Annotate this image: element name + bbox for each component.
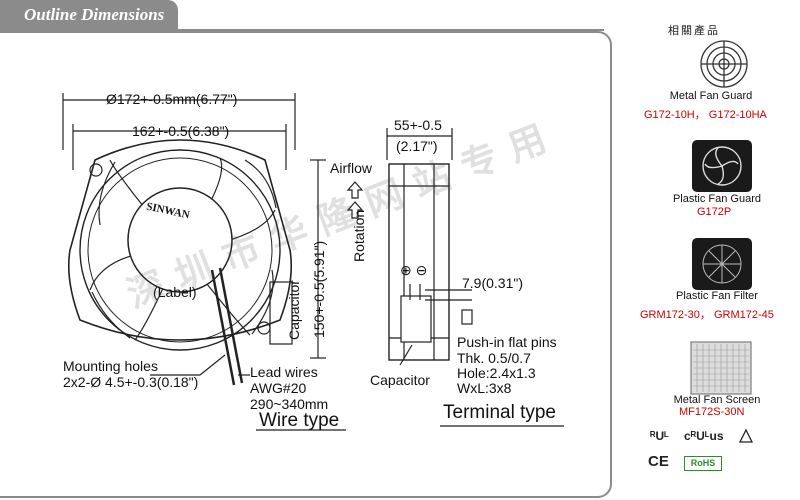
technical-drawing — [62, 93, 564, 431]
terminal-dim-label: 7.9(0.31") — [462, 275, 524, 291]
pins-thickness: Thk. 0.5/0.7 — [457, 350, 531, 366]
warning-triangle-icon — [738, 428, 754, 443]
lead-wires-label: Lead wires — [250, 364, 318, 380]
ul-cert-icon: ᴿUᴸ — [650, 429, 669, 443]
page-title: Outline Dimensions — [24, 5, 165, 24]
ce-cert-icon: CE — [648, 453, 669, 470]
plastic-guard-icon — [702, 146, 742, 186]
related-item-codes[interactable]: MF172S-30N — [679, 406, 745, 418]
lead-wire — [210, 269, 236, 386]
fan-hub — [127, 187, 233, 293]
plastic-fan-filter-thumb[interactable] — [692, 238, 752, 290]
related-item-name[interactable]: Plastic Fan Filter — [676, 290, 758, 302]
drawing-panel — [0, 31, 612, 498]
cul-cert-icon: cᴿUᴸus — [684, 429, 724, 443]
related-item-name[interactable]: Metal Fan Screen — [673, 394, 761, 406]
related-item-codes[interactable]: G172-10H， G172-10HA — [644, 109, 767, 121]
filter-icon — [702, 244, 742, 284]
dim-height-label: 150+-0.5(5.91") — [311, 240, 327, 338]
metal-fan-screen-thumb[interactable] — [689, 340, 753, 396]
mounting-holes-label: Mounting holes — [63, 358, 158, 374]
lead-wires-length: 290~340mm — [250, 396, 329, 412]
related-item-codes[interactable]: G172P — [697, 206, 732, 218]
side-view-frame — [388, 163, 450, 361]
pins-hole: Hole:2.4x1.3 — [457, 365, 536, 381]
fan-frame-inner — [79, 149, 281, 351]
terminal-type-caption: Terminal type — [443, 402, 556, 423]
related-item-name[interactable]: Metal Fan Guard — [669, 90, 753, 102]
fan-label: (Label) — [153, 284, 197, 300]
panel-top-border — [178, 29, 604, 31]
lead-wire — [218, 267, 244, 384]
terminal-block — [400, 295, 432, 343]
plastic-fan-guard-thumb[interactable] — [692, 140, 752, 192]
mounting-holes-spec: 2x2-Ø 4.5+-0.3(0.18") — [63, 374, 199, 390]
dim-depth-inch-label: (2.17") — [396, 138, 438, 154]
header-tab: Outline Dimensions — [0, 0, 178, 31]
lead-wires-awg: AWG#20 — [250, 380, 307, 396]
dim-depth-label: 55+-0.5 — [394, 117, 442, 133]
airflow-arrow — [346, 181, 364, 199]
mounting-hole — [89, 163, 103, 177]
rohs-cert-icon: RoHS — [684, 456, 722, 471]
related-item-codes[interactable]: GRM172-30， GRM172-45 — [640, 309, 774, 321]
capacitor-label: Capacitor — [370, 372, 430, 388]
dim-width-label: 162+-0.5(6.38") — [132, 123, 230, 139]
capacitor-label-vertical: Capacitor — [286, 280, 302, 340]
wire-type-caption: Wire type — [259, 410, 340, 431]
pins-size: WxL:3x8 — [457, 380, 512, 396]
related-item-name[interactable]: Plastic Fan Guard — [672, 193, 762, 205]
pins-title: Push-in flat pins — [457, 334, 557, 350]
capacitor-body — [269, 281, 293, 345]
airflow-label: Airflow — [330, 160, 373, 176]
metal-fan-guard-thumb[interactable] — [693, 38, 755, 90]
dim-diameter-label: Ø172+-0.5mm(6.77") — [106, 91, 238, 107]
flat-pin — [461, 309, 473, 325]
fan-frame-outer — [67, 139, 293, 341]
related-products-title: 相關產品 — [668, 24, 720, 37]
terminal-polarity: ⊕ ⊖ — [400, 262, 428, 278]
